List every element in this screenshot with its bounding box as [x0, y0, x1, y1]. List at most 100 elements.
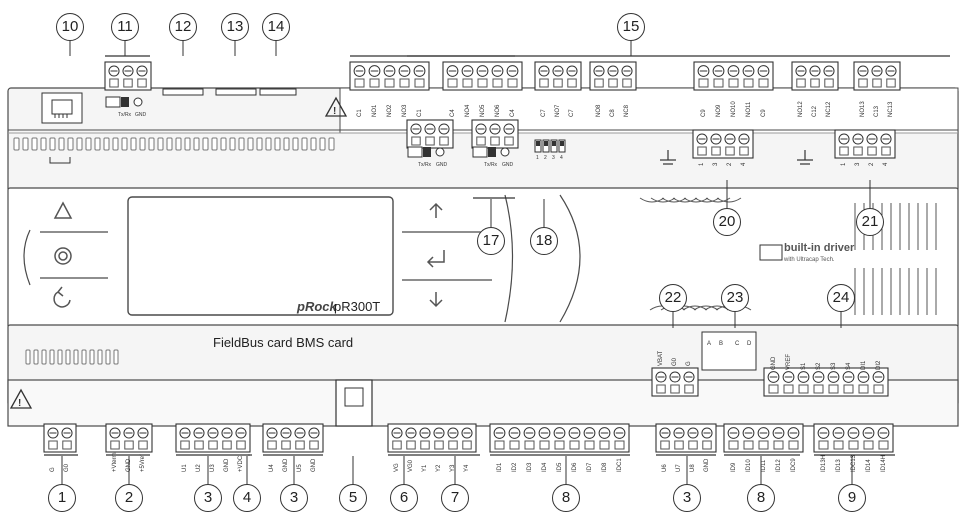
- driver-sublabel: with Ultracap Tech.: [784, 257, 835, 263]
- up-icon[interactable]: [429, 202, 443, 218]
- callout-22: 22: [659, 284, 687, 312]
- terminal-block-j4[interactable]: [387, 423, 477, 453]
- esc-icon[interactable]: [53, 286, 71, 308]
- pin-label: ID4: [541, 462, 548, 472]
- pin-label: U4: [269, 464, 275, 472]
- lcd-display: [127, 196, 394, 316]
- j27-pin-1: 3: [713, 162, 719, 166]
- j12-pin-1: NO1: [371, 104, 378, 117]
- pin-label: U7: [676, 464, 682, 472]
- svg-text:!: !: [18, 398, 21, 409]
- terminal-block-j29[interactable]: [763, 367, 889, 397]
- j15-pin-0: NO8: [596, 104, 602, 117]
- j25-termination-switch[interactable]: [407, 146, 423, 158]
- prg-icon[interactable]: [54, 247, 72, 265]
- j30-pin-1: G0: [672, 357, 678, 366]
- j16-pin-4: C9: [760, 109, 767, 117]
- j28-pin-1: 3: [855, 162, 861, 166]
- pin-label: GND: [704, 458, 710, 472]
- pin-label: Y3: [450, 464, 456, 472]
- j13-pin-2: NO5: [479, 104, 486, 117]
- j18-pin-2: NC13: [888, 101, 894, 117]
- j12-pin-0: C1: [356, 109, 363, 117]
- j29-pin-5: S4: [845, 362, 852, 370]
- j25-pin-txrx: Tx/Rx: [418, 162, 432, 168]
- callout-5: 5: [339, 484, 367, 512]
- j27-pin-0: 1: [699, 162, 705, 166]
- vent-slots-top: [13, 137, 335, 151]
- dip-label-2: 3: [552, 155, 555, 161]
- j30-pin-0: VBAT: [658, 350, 664, 366]
- callout-8: 8: [552, 484, 580, 512]
- j26-termination-switch[interactable]: [472, 146, 488, 158]
- j14-pin-2: C7: [569, 109, 575, 117]
- slot-14: [259, 88, 297, 96]
- led-label-2: C: [735, 341, 740, 347]
- j29-pin-4: S3: [830, 362, 837, 370]
- j13-pin-4: C4: [509, 109, 516, 117]
- vent-slots-bottom: [25, 349, 119, 365]
- callout-8: 8: [747, 484, 775, 512]
- pin-label: IDC13: [850, 454, 857, 472]
- led-group: [701, 331, 757, 371]
- callout-3: 3: [194, 484, 222, 512]
- pin-label: ID14: [865, 459, 872, 472]
- svg-text:!: !: [333, 106, 336, 117]
- j11-pin-txrx: Tx/Rx: [118, 112, 132, 118]
- pin-label: ID13: [835, 459, 842, 472]
- callout-12: 12: [169, 13, 197, 41]
- slot-12: [162, 88, 204, 96]
- j29-pin-3: S2: [815, 362, 822, 370]
- card-label: FieldBus card BMS card: [213, 335, 354, 350]
- j13-pin-1: NO4: [464, 104, 471, 117]
- j16-pin-0: C9: [700, 109, 707, 117]
- pin-label: ID8: [601, 462, 608, 472]
- j11-pin-gnd: GND: [135, 112, 147, 118]
- led-label-0: A: [707, 341, 712, 347]
- down-icon[interactable]: [429, 292, 443, 308]
- pin-label: IDC1: [616, 458, 623, 472]
- j11-termination-switch[interactable]: [105, 96, 121, 108]
- j13-pin-0: C4: [449, 109, 456, 117]
- pin-label: U6: [662, 464, 668, 472]
- pin-label: ID13H: [820, 454, 827, 472]
- warning-icon-top: [324, 96, 348, 117]
- callout-11: 11: [111, 13, 139, 41]
- callout-15: 15: [617, 13, 645, 41]
- j15-pin-2: NC8: [624, 104, 630, 117]
- pin-label: Y2: [436, 464, 442, 472]
- enter-icon[interactable]: [426, 250, 445, 268]
- j16-pin-1: NO9: [715, 104, 722, 117]
- led-label-3: D: [747, 341, 752, 347]
- led-label-1: B: [719, 341, 724, 347]
- callout-24: 24: [827, 284, 855, 312]
- j28-pin-0: 1: [841, 162, 847, 166]
- pin-label: G: [50, 467, 56, 472]
- j12-pin-2: NO2: [386, 104, 393, 117]
- j27-pin-2: 2: [727, 162, 733, 166]
- pin-label: Y4: [464, 464, 470, 472]
- ground-symbols: [660, 150, 813, 165]
- alarm-icon[interactable]: [53, 201, 73, 219]
- j12-pin-4: C1: [416, 109, 423, 117]
- callout-20: 20: [713, 208, 741, 236]
- pin-label: U3: [210, 464, 216, 472]
- j18-pin-0: NO13: [860, 101, 866, 117]
- callout-17: 17: [477, 227, 505, 255]
- callout-3: 3: [280, 484, 308, 512]
- j16-pin-2: NO10: [730, 101, 737, 117]
- pin-label: G0: [64, 463, 70, 472]
- callout-2: 2: [115, 484, 143, 512]
- pin-label: ID10: [745, 459, 752, 472]
- pin-label: ID5: [556, 462, 563, 472]
- dip-label-3: 4: [560, 155, 563, 161]
- dip-label-0: 1: [536, 155, 539, 161]
- callout-7: 7: [441, 484, 469, 512]
- brand-logo: pRock: [297, 299, 337, 314]
- pin-label: VG0: [408, 459, 414, 472]
- callout-23: 23: [721, 284, 749, 312]
- j29-pin-6: DI1: [860, 360, 867, 370]
- j17-pin-2: NC12: [826, 101, 832, 117]
- driver-label: built-in driver: [784, 242, 855, 254]
